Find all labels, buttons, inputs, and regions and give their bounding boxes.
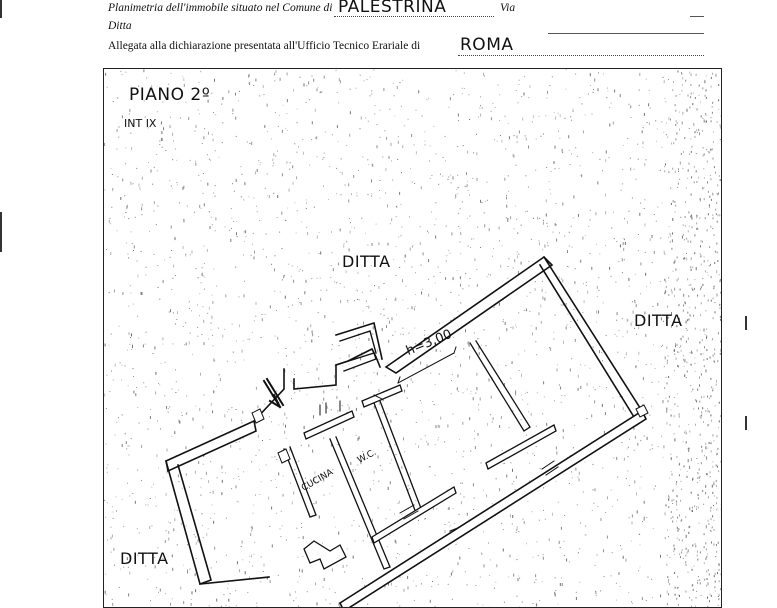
kitchen-stub (304, 541, 346, 569)
floor-plan-sheet: PIANO 2º INT IX DITTA DITTA DITTA h=3,00… (103, 68, 722, 608)
left-margin-mark (0, 0, 2, 18)
neighbor-left-label: DITTA (120, 549, 169, 568)
door-mark (320, 403, 326, 415)
comune-label: Planimetria dell'immobile situato nel Co… (108, 2, 332, 14)
neighbor-right-label: DITTA (634, 311, 683, 330)
partition-wall (304, 411, 354, 439)
exterior-wall (340, 411, 646, 608)
exterior-wall (336, 353, 376, 371)
floor-label: PIANO 2º (129, 85, 210, 105)
ditta-rule (548, 33, 704, 34)
ufficio-label: Allegata alla dichiarazione presentata a… (108, 40, 420, 52)
left-margin-mark (0, 212, 2, 252)
comune-dotted-line (334, 16, 494, 17)
via-label: Via (500, 2, 515, 14)
neighbor-top-label: DITTA (342, 252, 391, 271)
ditta-label: Ditta (108, 20, 132, 32)
exterior-wall (166, 461, 211, 584)
comune-value: PALESTRINA (338, 0, 446, 17)
exterior-wall (540, 257, 642, 417)
exterior-wall (166, 421, 256, 471)
unit-label: INT IX (124, 117, 156, 130)
partition-wall (372, 487, 456, 543)
right-margin-mark (745, 416, 747, 430)
partition-wall (362, 385, 402, 407)
partition-wall (486, 425, 556, 469)
ufficio-dotted-line (458, 55, 704, 56)
ufficio-value: ROMA (460, 35, 514, 55)
partition-wall (374, 401, 422, 513)
partition-wall (470, 341, 530, 431)
floor-plan-drawing (104, 69, 722, 608)
exterior-wall (254, 349, 380, 421)
via-rule (690, 16, 704, 17)
right-margin-mark (745, 316, 747, 330)
